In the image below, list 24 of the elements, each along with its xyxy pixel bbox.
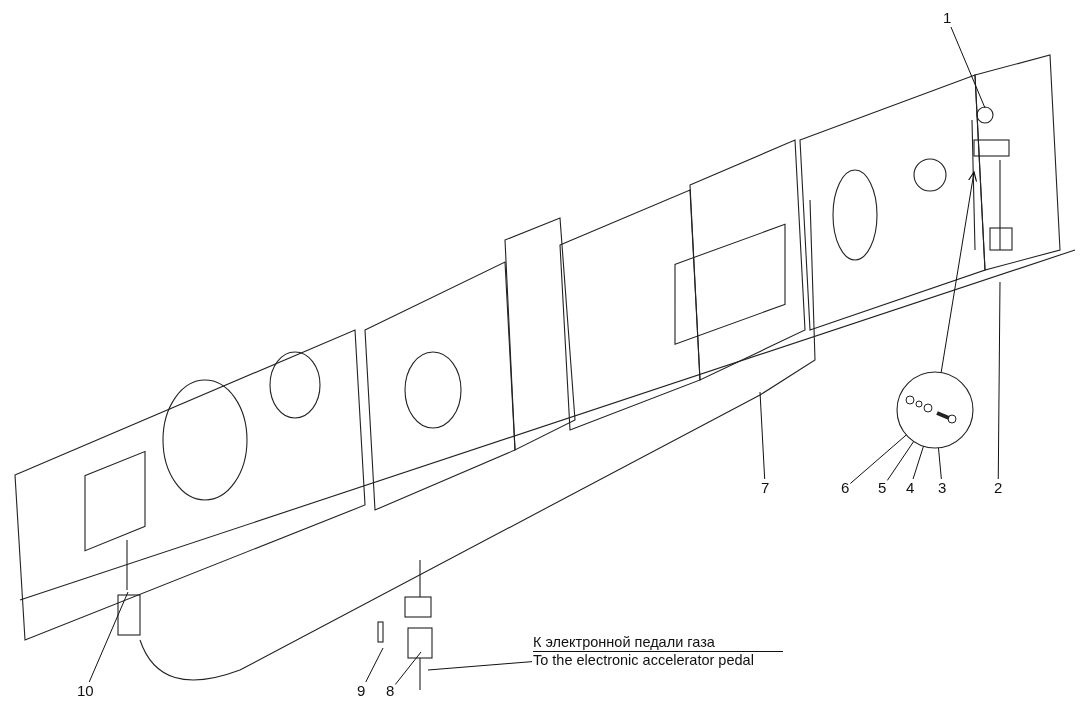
leader-line	[950, 26, 986, 109]
leader-line	[886, 440, 915, 481]
leader-line	[849, 434, 907, 484]
callout-number: 9	[357, 683, 366, 699]
leader-line	[365, 647, 384, 683]
callout-number: 3	[938, 480, 947, 496]
callout-number: 8	[386, 683, 395, 699]
leader-line	[427, 661, 533, 671]
leader-line	[759, 391, 766, 480]
callout-number: 7	[761, 480, 770, 496]
leader-line	[997, 281, 1001, 480]
leader-line	[394, 651, 422, 685]
callout-number: 6	[841, 480, 850, 496]
leader-line	[912, 445, 924, 480]
callout-number: 4	[906, 480, 915, 496]
leader-line	[88, 591, 129, 683]
callout-number: 1	[943, 10, 952, 26]
callout-number: 5	[878, 480, 887, 496]
note-text: К электронной педали газа	[533, 634, 783, 652]
arrow	[940, 171, 978, 373]
callout-number: 10	[77, 683, 94, 699]
leader-line	[938, 447, 942, 480]
note-text: To the electronic accelerator pedal	[533, 652, 755, 669]
callout-number: 2	[994, 480, 1003, 496]
